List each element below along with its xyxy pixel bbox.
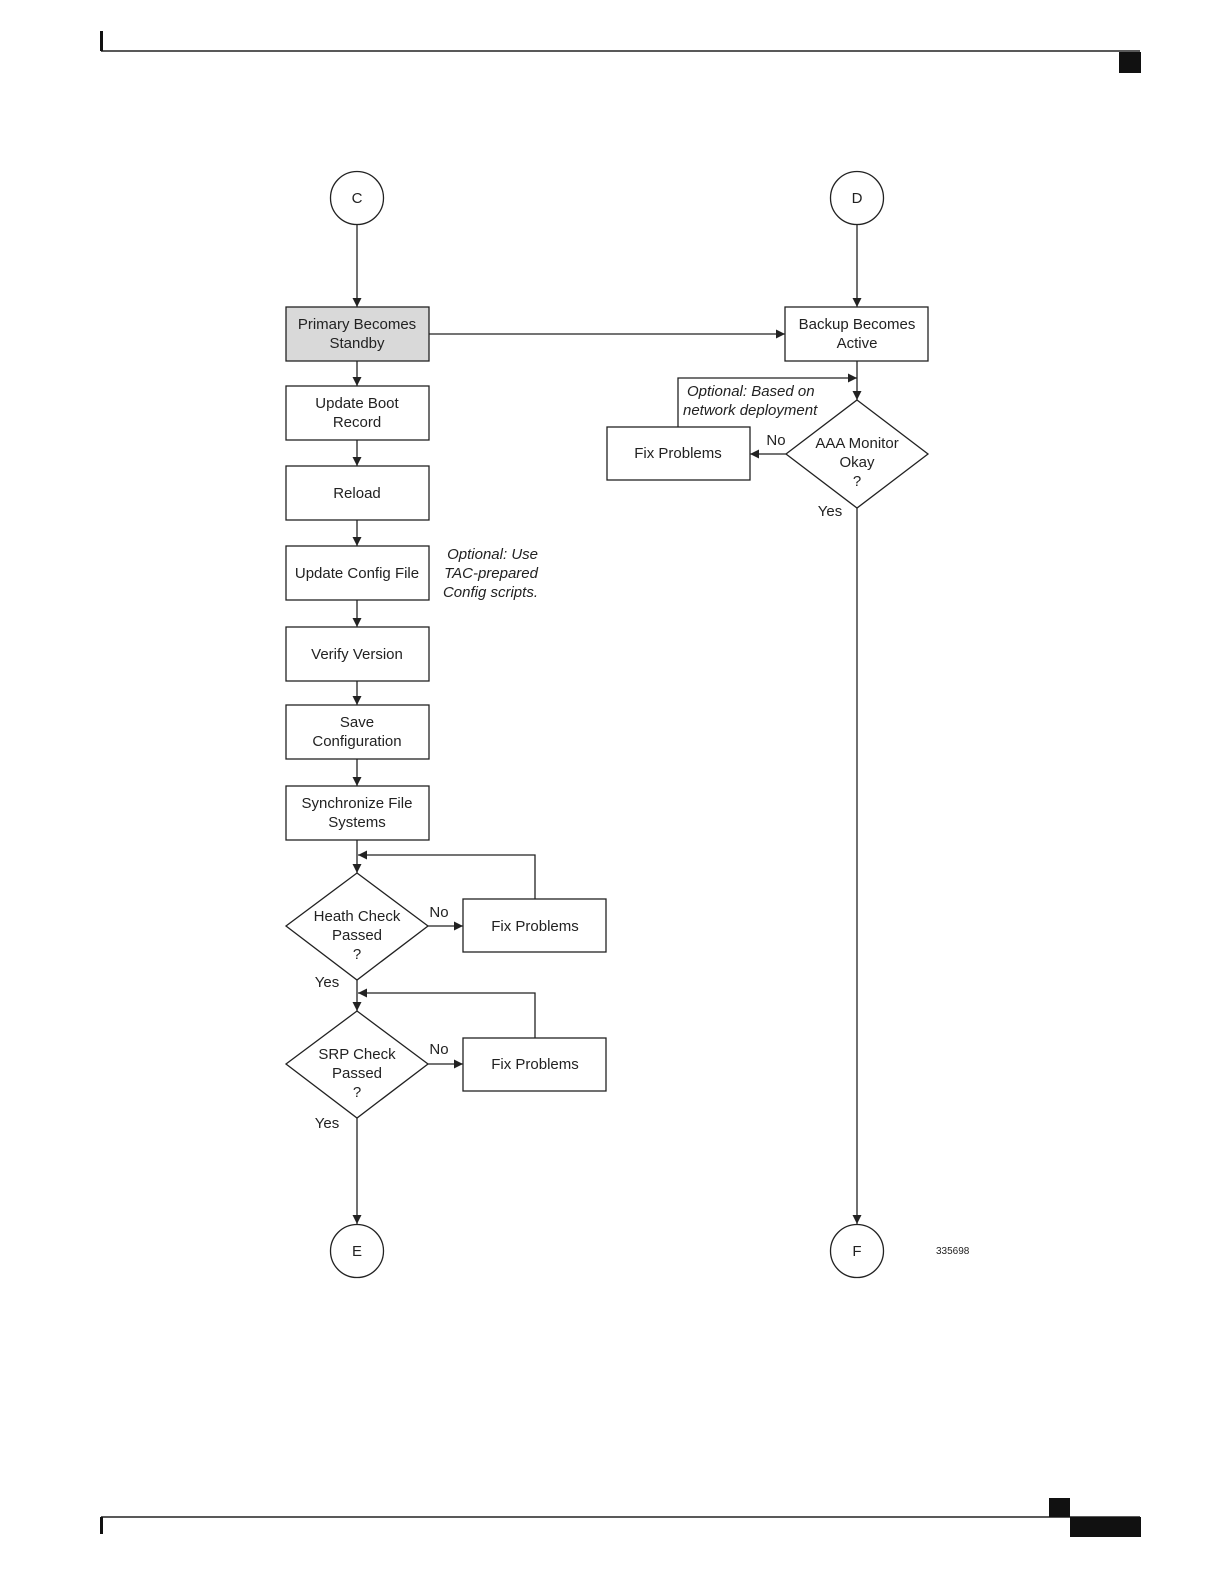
- figure-id: 335698: [936, 1246, 970, 1257]
- svg-text:F: F: [852, 1243, 861, 1260]
- edge-health-fix-loop: [358, 850, 536, 899]
- svg-text:Backup Becomes: Backup Becomes: [799, 316, 916, 333]
- svg-text:Save: Save: [340, 714, 374, 731]
- svg-text:Config scripts.: Config scripts.: [443, 584, 538, 601]
- svg-text:Synchronize File: Synchronize File: [302, 795, 413, 812]
- svg-text:?: ?: [853, 473, 861, 490]
- node-update-config-file: Update Config File: [285, 545, 430, 601]
- decision-srp-check: SRP Check Passed ?: [284, 1010, 430, 1119]
- note-network-deployment: Optional: Based on network deployment: [683, 383, 818, 419]
- svg-text:Fix Problems: Fix Problems: [491, 918, 579, 935]
- svg-text:Active: Active: [837, 335, 878, 352]
- svg-text:Optional: Use: Optional: Use: [447, 546, 538, 563]
- note-config-scripts: Optional: Use TAC-prepared Config script…: [443, 546, 539, 601]
- label-health-yes: Yes: [315, 974, 339, 991]
- node-verify-version: Verify Version: [285, 626, 430, 682]
- svg-text:Primary Becomes: Primary Becomes: [298, 316, 416, 333]
- decision-aaa-monitor: AAA Monitor Okay ?: [784, 399, 930, 509]
- connector-e: E: [329, 1223, 385, 1279]
- svg-text:network deployment: network deployment: [683, 402, 818, 419]
- connector-d: D: [829, 170, 885, 226]
- svg-text:Systems: Systems: [328, 814, 386, 831]
- svg-text:?: ?: [353, 1084, 361, 1101]
- svg-text:Reload: Reload: [333, 485, 381, 502]
- node-fix-problems-health: Fix Problems: [462, 898, 607, 953]
- label-srp-yes: Yes: [315, 1115, 339, 1132]
- decision-health-check: Heath Check Passed ?: [284, 872, 430, 981]
- svg-text:AAA Monitor: AAA Monitor: [815, 435, 898, 452]
- svg-text:Okay: Okay: [839, 454, 875, 471]
- node-update-boot-record: Update Boot Record: [285, 385, 430, 441]
- connector-c: C: [329, 170, 385, 226]
- svg-text:Optional: Based on: Optional: Based on: [687, 383, 815, 400]
- svg-text:TAC-prepared: TAC-prepared: [444, 565, 539, 582]
- svg-text:Configuration: Configuration: [312, 733, 401, 750]
- node-reload: Reload: [285, 465, 430, 521]
- svg-text:C: C: [352, 190, 363, 207]
- node-fix-problems-srp: Fix Problems: [462, 1037, 607, 1092]
- node-synchronize-file-systems: Synchronize File Systems: [285, 785, 430, 841]
- node-fix-problems-aaa: Fix Problems: [606, 426, 751, 481]
- node-backup-becomes-active: Backup Becomes Active: [784, 306, 929, 362]
- svg-text:Fix Problems: Fix Problems: [491, 1056, 579, 1073]
- svg-text:Passed: Passed: [332, 927, 382, 944]
- svg-text:Update Boot: Update Boot: [315, 395, 399, 412]
- svg-text:Update Config File: Update Config File: [295, 565, 419, 582]
- svg-text:E: E: [352, 1243, 362, 1260]
- svg-text:Fix Problems: Fix Problems: [634, 445, 722, 462]
- connector-f: F: [829, 1223, 885, 1279]
- flow-edges: [352, 224, 862, 1224]
- page-header-rule: [100, 31, 1141, 73]
- node-save-configuration: Save Configuration: [285, 704, 430, 760]
- page-footer-rule: [100, 1498, 1141, 1537]
- label-aaa-yes: Yes: [818, 503, 842, 520]
- label-health-no: No: [429, 904, 448, 921]
- label-aaa-no: No: [766, 432, 785, 449]
- svg-text:Heath Check: Heath Check: [314, 908, 401, 925]
- svg-text:?: ?: [353, 946, 361, 963]
- edge-aaa-fix-loop: [677, 373, 857, 427]
- svg-text:Standby: Standby: [329, 335, 385, 352]
- svg-text:Verify Version: Verify Version: [311, 646, 403, 663]
- edge-srp-fix-loop: [358, 988, 536, 1038]
- svg-text:Passed: Passed: [332, 1065, 382, 1082]
- svg-text:Record: Record: [333, 414, 381, 431]
- svg-text:D: D: [852, 190, 863, 207]
- node-primary-becomes-standby: Primary Becomes Standby: [285, 306, 430, 362]
- svg-text:SRP Check: SRP Check: [318, 1046, 396, 1063]
- label-srp-no: No: [429, 1041, 448, 1058]
